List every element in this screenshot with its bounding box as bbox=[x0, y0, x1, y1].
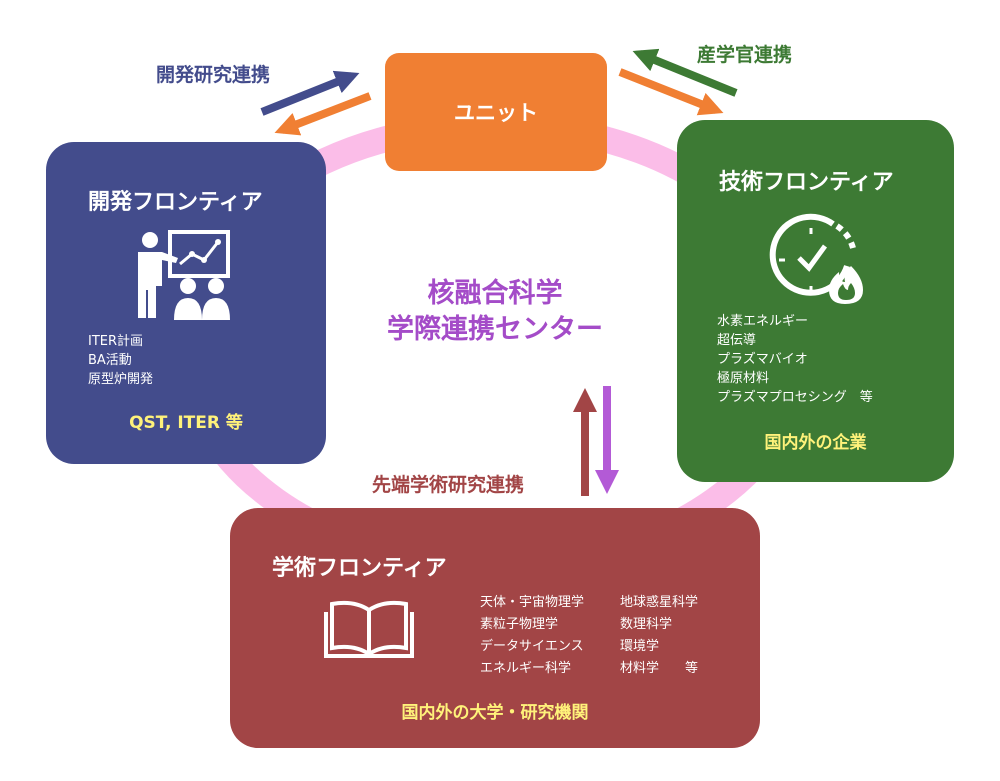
tech-frontier-title: 技術フロンティア bbox=[719, 170, 894, 195]
arrow-unit-to-tech bbox=[618, 68, 724, 116]
dev-frontier-box[interactable]: 開発フロンティア ITER計画 BA活動 原型炉開発 QST, ITER 等 bbox=[46, 142, 326, 464]
tech-frontier-partners: 国内外の企業 bbox=[764, 433, 867, 453]
acad-frontier-col1: 天体・宇宙物理学 素粒子物理学 データサイエンス エネルギー科学 bbox=[480, 592, 584, 680]
unit-box[interactable]: ユニット bbox=[385, 53, 607, 171]
acad-frontier-box[interactable]: 学術フロンティア 天体・宇宙物理学 素粒子物理学 データサイエンス エネルギー科… bbox=[230, 508, 760, 748]
list-item: 極原材料 bbox=[717, 371, 770, 386]
list-item: 材料学 等 bbox=[620, 661, 699, 676]
link-label-dev: 開発研究連携 bbox=[156, 64, 271, 86]
center-title: 核融合科学 学際連携センター bbox=[345, 276, 645, 348]
list-item: データサイエンス bbox=[480, 639, 584, 654]
list-item: プラズマバイオ bbox=[717, 352, 808, 367]
list-item: エネルギー科学 bbox=[480, 661, 572, 676]
link-label-industry: 産学官連携 bbox=[697, 44, 793, 66]
list-item: 水素エネルギー bbox=[717, 314, 809, 329]
presenter-board-icon bbox=[138, 230, 230, 320]
acad-frontier-title: 学術フロンティア bbox=[272, 556, 447, 581]
list-item: 原型炉開発 bbox=[88, 372, 154, 387]
tech-frontier-items: 水素エネルギー 超伝導 プラズマバイオ 極原材料 プラズマプロセシング 等 bbox=[717, 312, 873, 407]
clock-flame-icon bbox=[769, 213, 863, 304]
unit-label: ユニット bbox=[454, 101, 538, 125]
tech-frontier-box[interactable]: 技術フロンティア 水素エネルギー 超伝導 プラズマバイオ 極原材料 プラズマプロ… bbox=[677, 120, 954, 482]
arrow-unit-to-dev bbox=[274, 92, 372, 136]
list-item: 環境学 bbox=[620, 639, 660, 654]
link-label-academic: 先端学術研究連携 bbox=[372, 474, 525, 496]
arrow-tech-to-unit bbox=[632, 48, 738, 97]
acad-frontier-partners: 国内外の大学・研究機関 bbox=[401, 703, 589, 723]
dev-frontier-items: ITER計画 BA活動 原型炉開発 bbox=[88, 332, 153, 389]
list-item: ITER計画 bbox=[88, 334, 144, 349]
list-item: 超伝導 bbox=[717, 333, 757, 348]
list-item: 数理科学 bbox=[620, 617, 673, 632]
open-book-icon bbox=[324, 600, 414, 658]
arrow-dev-to-unit bbox=[260, 70, 360, 116]
center-title-line2: 学際連携センター bbox=[387, 314, 603, 345]
dev-frontier-partners: QST, ITER 等 bbox=[129, 413, 243, 433]
list-item: 地球惑星科学 bbox=[620, 595, 699, 610]
center-title-line1: 核融合科学 bbox=[427, 278, 563, 309]
list-item: 素粒子物理学 bbox=[480, 617, 559, 632]
dev-frontier-title: 開発フロンティア bbox=[88, 190, 263, 215]
acad-frontier-col2: 地球惑星科学 数理科学 環境学 材料学 等 bbox=[620, 592, 698, 680]
list-item: プラズマプロセシング 等 bbox=[717, 390, 873, 405]
list-item: 天体・宇宙物理学 bbox=[480, 595, 585, 610]
list-item: BA活動 bbox=[88, 353, 132, 368]
